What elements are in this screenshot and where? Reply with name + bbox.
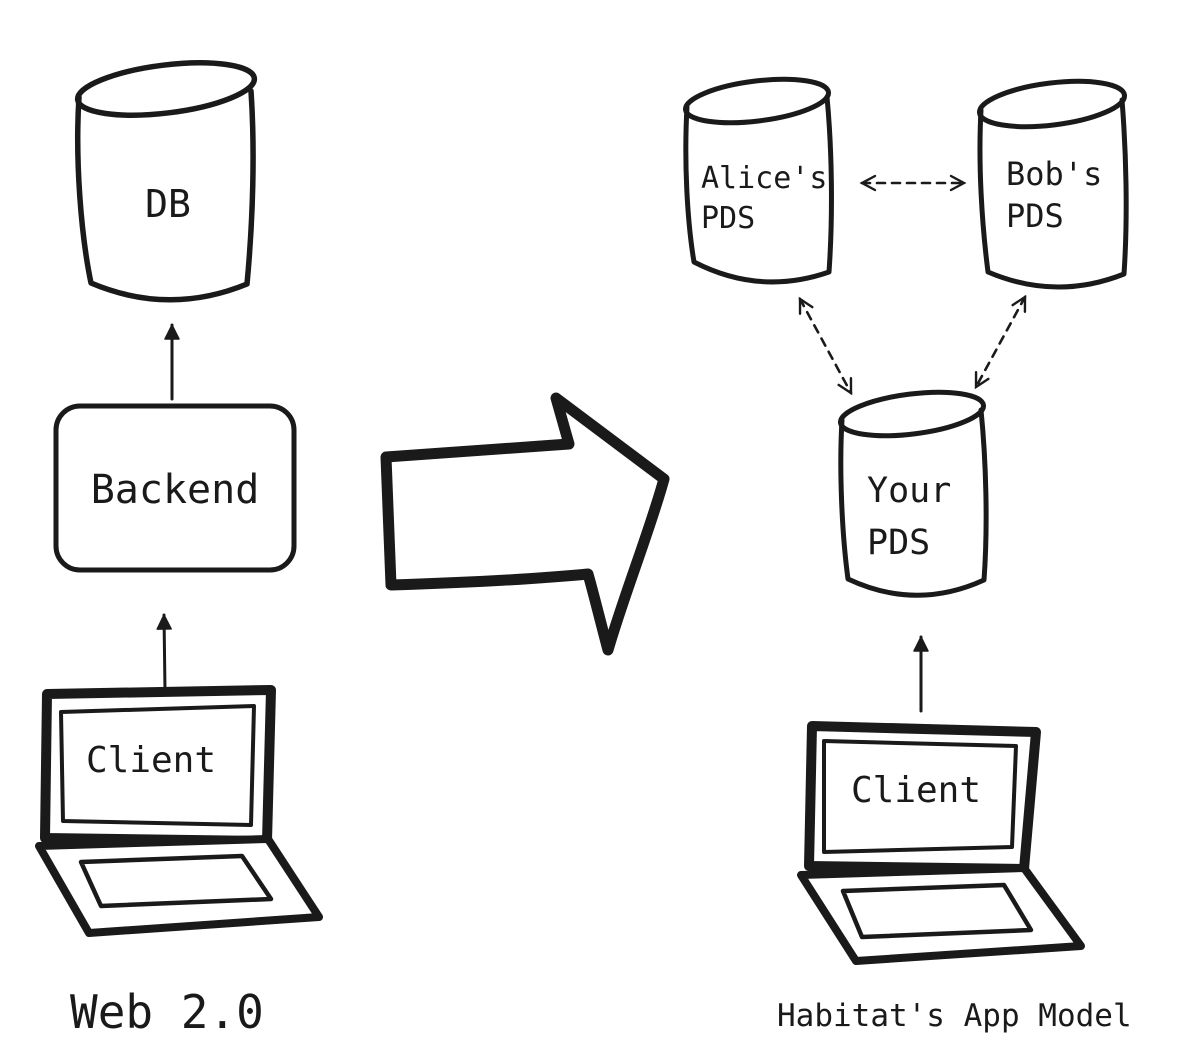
alice-pds-label-line2: PDS <box>701 201 755 236</box>
backend-label: Backend <box>91 467 260 513</box>
transform-arrow-icon <box>380 392 670 656</box>
laptop-icon: Client <box>797 721 1085 965</box>
your-pds-label-line2: PDS <box>867 523 930 563</box>
alice-pds-label-line1: Alice's <box>701 161 827 196</box>
bob-your-sync-arrow-icon <box>974 294 1027 390</box>
your-pds-label-line1: Your <box>867 471 951 511</box>
client-label: Client <box>851 770 981 811</box>
client-to-backend-arrow-icon <box>156 613 172 693</box>
bob-pds-label-line2: PDS <box>1006 197 1064 235</box>
backend-box: Backend <box>53 403 297 573</box>
your-pds-cylinder-icon: Your PDS <box>837 389 989 598</box>
web2-caption: Web 2.0 <box>70 985 264 1039</box>
db-cylinder-icon: DB <box>74 60 258 303</box>
habitat-diagram: Alice's PDS Bob's PDS Your PDS <box>682 76 1132 1034</box>
laptop-icon: Client <box>35 685 323 937</box>
web2-diagram: DB Backend Client Web 2.0 <box>35 60 323 1039</box>
bob-pds-label-line1: Bob's <box>1006 155 1102 193</box>
db-label: DB <box>145 182 191 226</box>
alice-pds-cylinder-icon: Alice's PDS <box>682 76 834 285</box>
bob-pds-cylinder-icon: Bob's PDS <box>976 78 1129 290</box>
alice-your-sync-arrow-icon <box>798 296 853 396</box>
habitat-caption: Habitat's App Model <box>777 998 1132 1034</box>
client-label: Client <box>86 740 216 781</box>
